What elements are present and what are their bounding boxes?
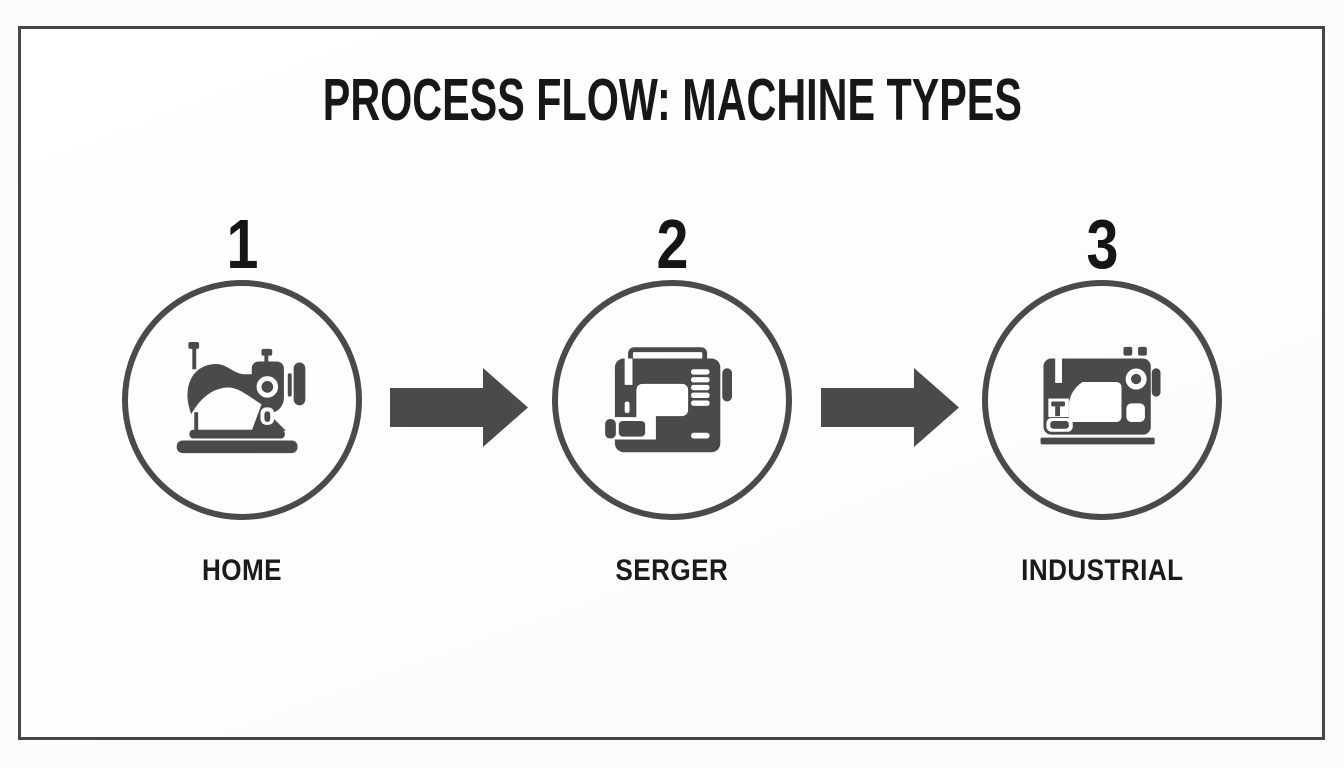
step-label: INDUSTRIAL [1020, 554, 1184, 587]
page-title: PROCESS FLOW: MACHINE TYPES [0, 69, 1344, 131]
page-title-text: PROCESS FLOW: MACHINE TYPES [322, 67, 1022, 133]
step-number: 2 [656, 205, 688, 283]
step-label: SERGER [615, 554, 729, 587]
home-sewing-machine-icon [176, 341, 306, 453]
step-circle [552, 280, 792, 520]
flow-step-serger: 2 [522, 208, 822, 586]
flow-step-home: 1 [92, 208, 392, 586]
right-arrow-icon [821, 368, 959, 447]
flow-step-industrial: 3 [952, 208, 1252, 586]
right-arrow-icon [390, 368, 528, 447]
industrial-sewing-machine-icon [1040, 346, 1161, 444]
serger-machine-icon [605, 347, 733, 453]
step-circle [982, 280, 1222, 520]
step-number: 3 [1086, 205, 1118, 283]
step-number: 1 [226, 205, 258, 283]
step-label: HOME [201, 554, 283, 587]
step-circle [122, 280, 362, 520]
